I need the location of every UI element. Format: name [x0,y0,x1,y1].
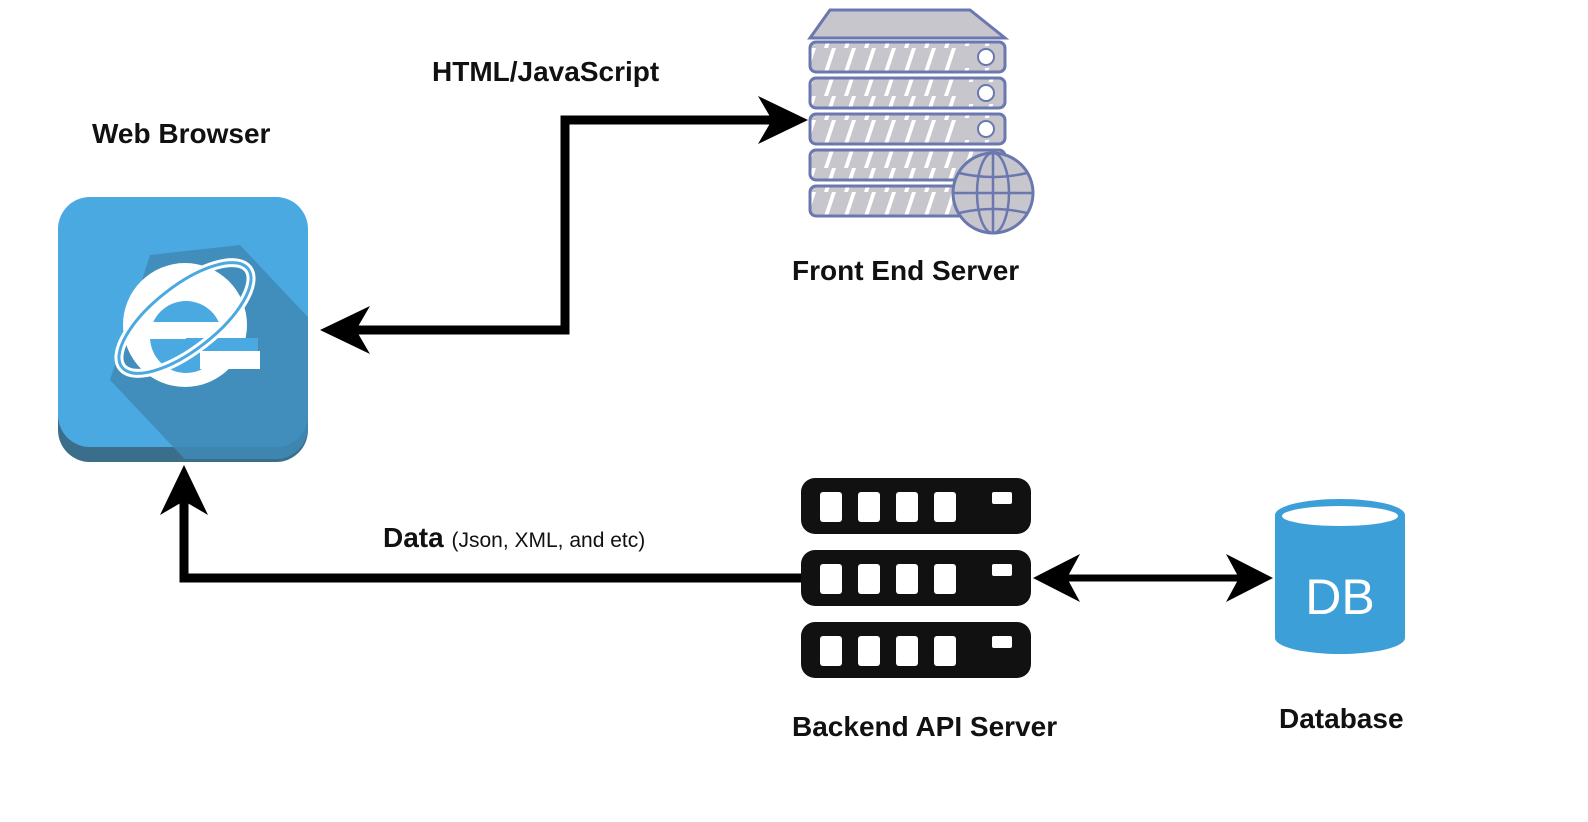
connector-backend-browser [160,465,801,583]
data-flow-label: Data (Json, XML, and etc) [383,521,645,558]
backend-api-server-label: Backend API Server [792,711,1058,742]
database-icon: DB [1275,499,1405,654]
globe-icon [951,151,1035,235]
arrowhead-right [1226,554,1273,602]
arrowhead-left [1033,554,1080,602]
data-format-note: (Json, XML, and etc) [451,529,646,552]
html-javascript-label: HTML/JavaScript [432,56,660,87]
internet-explorer-icon [58,197,308,462]
arrowhead-left [320,306,370,354]
database-label: Database [1279,703,1404,734]
arrowhead-up [160,465,208,515]
front-end-server-label: Front End Server [792,255,1020,286]
database-glyph: DB [1305,569,1374,625]
web-server-icon [807,8,1010,218]
connector-backend-database [1033,554,1273,602]
web-browser-label: Web Browser [92,118,271,149]
data-label: Data [383,522,444,553]
connector-browser-frontend [320,96,808,354]
arrowhead-right [758,96,808,144]
server-rack-icon [801,478,1031,678]
